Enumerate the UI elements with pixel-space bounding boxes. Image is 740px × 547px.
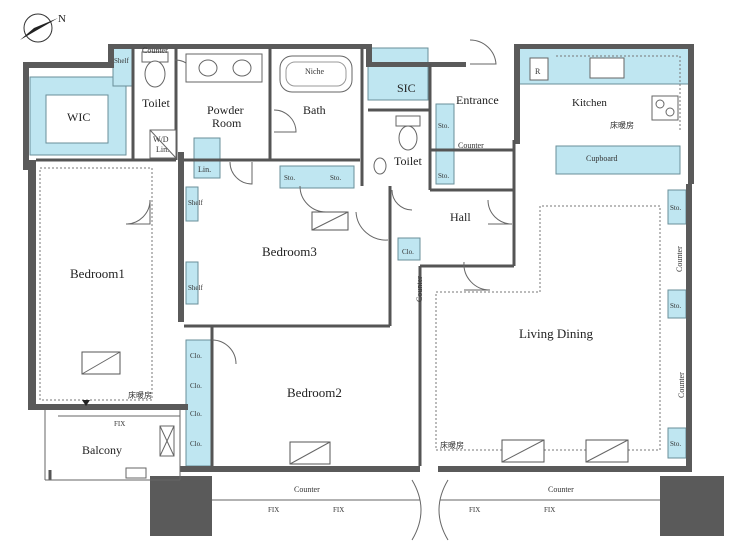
room-powder-line2: Room bbox=[212, 116, 242, 130]
room-hall: Hall bbox=[450, 210, 471, 224]
fix-label-balcony: FIX bbox=[114, 420, 125, 428]
fix-label-bottom-2: FIX bbox=[333, 506, 344, 514]
counter-label-toilet1: Counter bbox=[142, 46, 168, 55]
shelf-label-bedroom3-top: Shelf bbox=[188, 199, 203, 207]
counter-label-living-lower: Counter bbox=[677, 372, 686, 398]
toilet2-bowl-icon bbox=[398, 125, 418, 151]
water-heater-icon bbox=[125, 467, 147, 479]
wic-floor bbox=[45, 94, 109, 144]
refrigerator-label: R bbox=[535, 67, 541, 76]
shelf-bedroom3-bottom bbox=[185, 261, 199, 305]
room-bedroom2: Bedroom2 bbox=[287, 385, 342, 400]
refrigerator-icon bbox=[529, 57, 549, 81]
sink-left-icon bbox=[198, 59, 218, 77]
handwash-icon bbox=[373, 157, 387, 175]
compass-north-label: N bbox=[58, 13, 66, 25]
fix-label-bottom-4: FIX bbox=[544, 506, 555, 514]
counter-label-entrance: Counter bbox=[458, 141, 484, 150]
storage-entrance bbox=[435, 103, 455, 185]
room-balcony: Balcony bbox=[82, 443, 122, 457]
compass-icon: N bbox=[20, 13, 66, 43]
room-sic: SIC bbox=[397, 81, 416, 95]
linen-label: Lin. bbox=[198, 165, 211, 174]
toilet1-bowl-icon bbox=[144, 60, 166, 88]
storage-label-entrance-bottom: Sto. bbox=[438, 172, 449, 180]
fix-label-bottom-1: FIX bbox=[268, 506, 279, 514]
counter-label-bedroom3: Counter bbox=[415, 276, 424, 302]
room-living-dining: Living Dining bbox=[519, 326, 594, 341]
wd-label-line1: W/D bbox=[153, 135, 169, 144]
floor-heating-zones bbox=[39, 55, 681, 451]
bathtub-icon bbox=[279, 55, 353, 93]
shelf-toilet1 bbox=[112, 47, 134, 87]
ac-vents bbox=[81, 211, 629, 465]
fix-label-bottom-3: FIX bbox=[469, 506, 480, 514]
counter-label-bedroom2: Counter bbox=[294, 485, 320, 494]
walls bbox=[23, 44, 724, 536]
room-toilet1: Toilet bbox=[142, 96, 170, 110]
kitchen-cupboard-label: Cupboard bbox=[586, 154, 618, 163]
room-bedroom1: Bedroom1 bbox=[70, 266, 125, 281]
kitchen-sink-icon bbox=[589, 57, 625, 79]
storage-label-living-bottom: Sto. bbox=[670, 440, 681, 448]
closet-label-4: Clo. bbox=[190, 440, 202, 448]
closet-hall bbox=[397, 237, 421, 261]
sink-right-icon bbox=[232, 59, 252, 77]
sic-storage bbox=[367, 47, 429, 101]
sanitary-fixtures bbox=[125, 51, 679, 479]
room-entrance: Entrance bbox=[456, 93, 499, 107]
stove-icon bbox=[651, 95, 679, 121]
counter-label-living-upper: Counter bbox=[675, 246, 684, 272]
shelf-label-bedroom3-bottom: Shelf bbox=[188, 284, 203, 292]
shelf-bedroom3-top bbox=[185, 186, 199, 222]
room-bath: Bath bbox=[303, 103, 326, 117]
bath-niche-label: Niche bbox=[305, 67, 325, 76]
fixtures bbox=[29, 47, 690, 467]
storage-label-living-mid: Sto. bbox=[670, 302, 681, 310]
closet-bedroom2 bbox=[185, 339, 213, 467]
closet-label-hall: Clo. bbox=[402, 248, 414, 256]
closet-label-1: Clo. bbox=[190, 352, 202, 360]
storage-label-living-top: Sto. bbox=[670, 204, 681, 212]
closet-label-3: Clo. bbox=[190, 410, 202, 418]
interior-walls bbox=[36, 48, 516, 481]
storage-bedroom3 bbox=[279, 165, 355, 189]
storage-label-entrance-top: Sto. bbox=[438, 122, 449, 130]
room-toilet2: Toilet bbox=[394, 154, 422, 168]
storage-label-bedroom3-left: Sto. bbox=[284, 174, 295, 182]
room-kitchen: Kitchen bbox=[572, 97, 607, 109]
counter-label-living-bottom: Counter bbox=[548, 485, 574, 494]
entry-arrow-icon bbox=[82, 400, 90, 406]
floor-heating-label-bedroom1: 床暖房 bbox=[128, 390, 152, 400]
kitchen-cupboard bbox=[555, 145, 681, 175]
shelf-label-toilet1: Shelf bbox=[114, 57, 129, 65]
floor-heating-label-living: 床暖房 bbox=[440, 440, 464, 450]
floor-heating-label-kitchen: 床暖房 bbox=[610, 120, 634, 130]
storage-label-bedroom3-right: Sto. bbox=[330, 174, 341, 182]
room-powder-line1: Powder bbox=[207, 103, 244, 117]
linen-cabinet bbox=[193, 137, 221, 179]
room-wic: WIC bbox=[67, 110, 90, 124]
windows bbox=[58, 400, 660, 541]
closet-label-2: Clo. bbox=[190, 382, 202, 390]
room-bedroom3: Bedroom3 bbox=[262, 244, 317, 259]
wd-label-line2: Lin. bbox=[156, 145, 169, 154]
